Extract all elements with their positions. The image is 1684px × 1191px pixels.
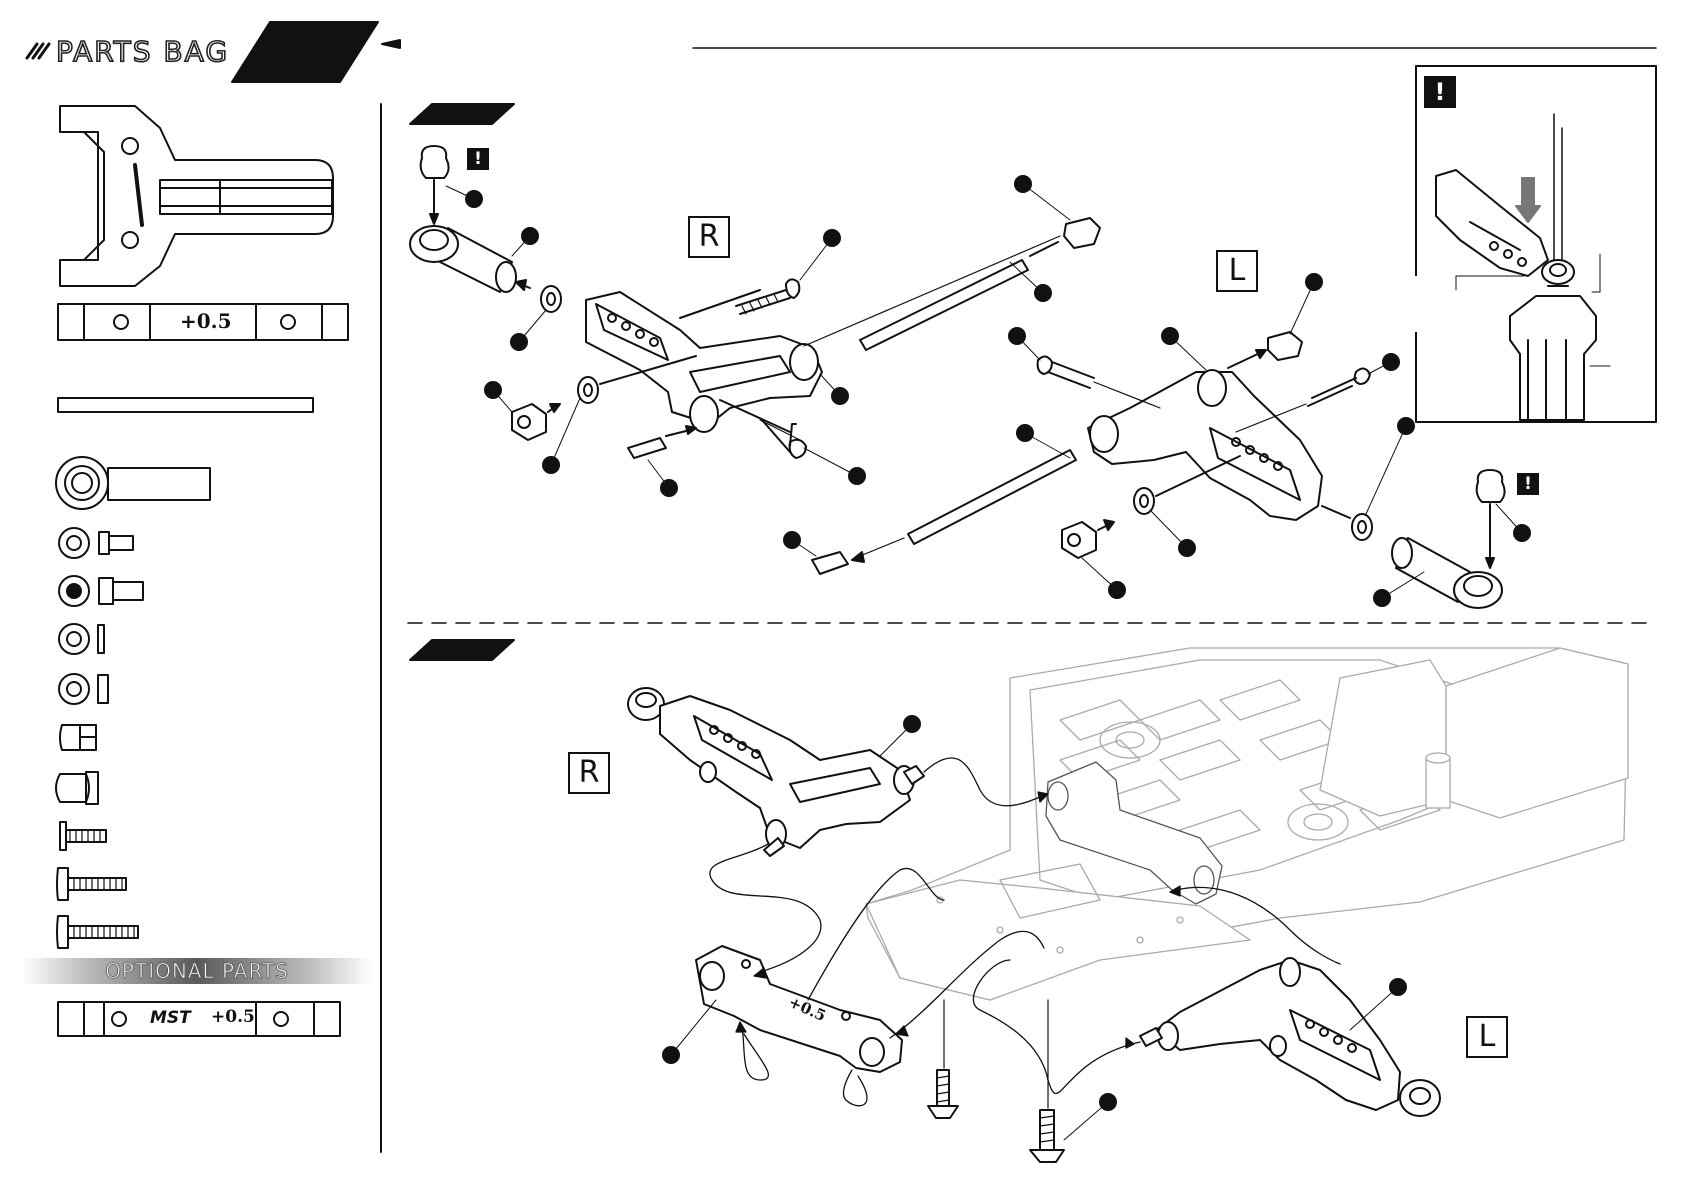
washer-thick-part xyxy=(59,674,108,704)
screw-button-long-part xyxy=(57,916,138,948)
step1-warning-left: ! xyxy=(1517,473,1539,495)
shaft-part xyxy=(58,398,313,412)
bag-number-tab xyxy=(232,22,378,82)
washer-thin-part xyxy=(59,624,104,654)
detail-box xyxy=(1416,66,1656,422)
step1-right-label: R xyxy=(688,216,730,258)
step2-tab xyxy=(410,640,514,660)
step1-left-label: L xyxy=(1216,250,1258,292)
step2-screws xyxy=(928,1000,1064,1162)
step1-right-callouts xyxy=(446,176,1070,496)
step2-right-label: R xyxy=(568,752,610,794)
optional-mount-part xyxy=(58,1002,340,1036)
detail-warning: ! xyxy=(1424,76,1456,108)
step2-right-arm xyxy=(628,688,924,856)
step2-left-label: L xyxy=(1466,1016,1508,1058)
screw-flat-part xyxy=(60,822,106,850)
step1-right-assembly xyxy=(410,146,1100,458)
ball-stud-large-part xyxy=(56,772,98,804)
ball-end-part xyxy=(56,457,210,509)
optional-part-brand: MST xyxy=(150,1008,191,1028)
ball-stud-small-part xyxy=(60,725,96,750)
step1-warning-right: ! xyxy=(467,148,489,170)
parts-bag-title: PARTS BAG xyxy=(56,35,229,68)
parts-bag-icon xyxy=(27,44,49,58)
upper-arm-part xyxy=(60,106,333,286)
bushing-large-part xyxy=(59,576,143,606)
chassis-plate xyxy=(866,648,1628,1000)
arrow-marker xyxy=(382,40,400,48)
mount-block-value: +0.5 xyxy=(180,309,232,333)
step1-tab xyxy=(410,104,514,124)
screw-button-short-part xyxy=(57,868,126,900)
bushing-small-part xyxy=(59,528,133,558)
step1-left-assembly xyxy=(812,332,1505,608)
optional-parts-banner: OPTIONAL PARTS xyxy=(22,958,372,984)
optional-part-value: +0.5 xyxy=(211,1007,255,1027)
optional-parts-label: OPTIONAL PARTS xyxy=(22,959,372,983)
